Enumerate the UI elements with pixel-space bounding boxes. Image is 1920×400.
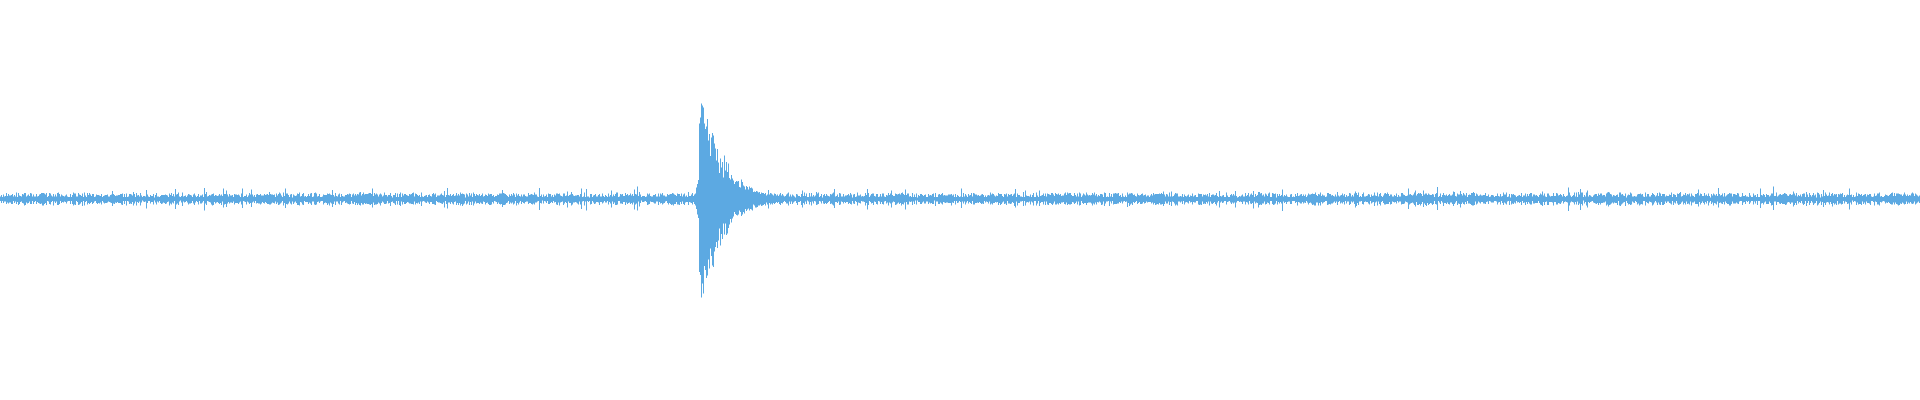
waveform-samples xyxy=(0,103,1920,298)
